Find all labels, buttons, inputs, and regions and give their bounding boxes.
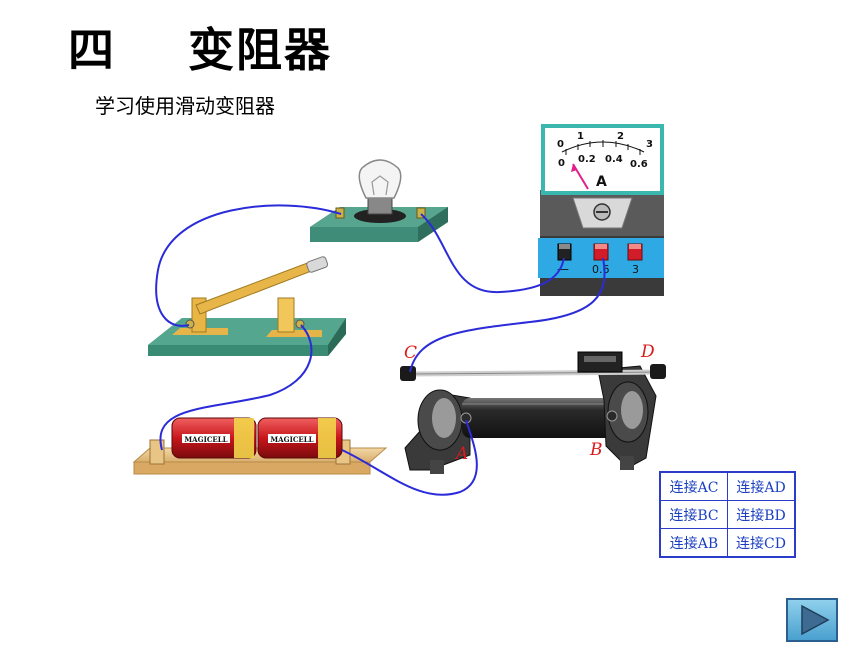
table-cell: 连接CD	[727, 528, 796, 558]
wire-lamp-switch	[155, 204, 342, 327]
wire-switch-battery	[159, 324, 313, 451]
ammeter-face	[541, 124, 664, 195]
label-a: A	[454, 444, 468, 464]
table-row: 连接AC 连接AD	[659, 471, 796, 501]
lamp-assembly	[310, 159, 448, 242]
terminal-c	[400, 366, 416, 381]
play-triangle-icon	[801, 604, 830, 636]
scale-bottom-label: 0.4	[605, 154, 623, 165]
bulb-icon	[358, 159, 402, 199]
switch-handle	[306, 256, 329, 273]
circuit-wires	[155, 204, 606, 496]
table-cell: 连接AB	[659, 528, 728, 558]
battery-cell-2: MAGICELL	[257, 417, 343, 459]
terminal-label: —	[557, 262, 569, 276]
table-row: 连接BC 连接BD	[659, 500, 796, 529]
table-cell: 连接BD	[727, 500, 796, 529]
wire-lamp-ammeter	[420, 213, 565, 294]
page-title: 四 变阻器	[68, 23, 333, 77]
terminal-label: 0.6	[592, 263, 610, 276]
unit-label: A	[596, 174, 607, 190]
wire-ammeter-c	[409, 257, 606, 373]
scale-top-label: 0	[557, 139, 564, 150]
connection-table: 连接AC 连接AD 连接BC 连接BD 连接AB 连接CD	[659, 471, 796, 558]
scale-bottom-label: 0	[558, 158, 565, 169]
terminal-0-6	[593, 243, 609, 261]
terminal-negative	[557, 243, 572, 261]
scale-top-label: 3	[646, 139, 653, 150]
table-cell: 连接AD	[727, 471, 796, 501]
terminal-label: 3	[632, 263, 639, 276]
terminal-b	[606, 410, 618, 422]
scale-ticks	[565, 140, 641, 155]
battery-brand-label: MAGICELL	[184, 435, 227, 444]
label-c: C	[404, 343, 417, 363]
knife-switch	[148, 256, 346, 356]
label-b: B	[589, 440, 603, 460]
page-subtitle: 学习使用滑动变阻器	[95, 94, 275, 118]
table-cell: 连接BC	[659, 500, 728, 529]
switch-blade	[195, 261, 315, 315]
scale-top-label: 2	[617, 131, 624, 142]
scale-bottom-label: 0.2	[578, 154, 596, 165]
sliding-rheostat: C D A B	[400, 342, 666, 474]
scale-bottom-label: 0.6	[630, 159, 648, 170]
scale-top-label: 1	[577, 131, 584, 142]
terminal-d	[650, 364, 666, 379]
terminal-3	[627, 243, 643, 261]
label-d: D	[640, 342, 655, 362]
battery-brand-label: MAGICELL	[270, 435, 313, 444]
battery-holder: MAGICELL MAGICELL	[132, 417, 388, 475]
table-cell: 连接AC	[659, 471, 728, 501]
wire-battery-a	[341, 419, 478, 496]
table-row: 连接AB 连接CD	[659, 528, 796, 558]
lamp-socket	[354, 209, 406, 223]
next-slide-button[interactable]	[786, 598, 838, 642]
resistance-coil	[462, 398, 622, 438]
ammeter: 0 1 2 3 0 0.2 0.4 0.6 A — 0.6 3	[538, 124, 664, 296]
battery-cell-1: MAGICELL	[171, 417, 257, 459]
